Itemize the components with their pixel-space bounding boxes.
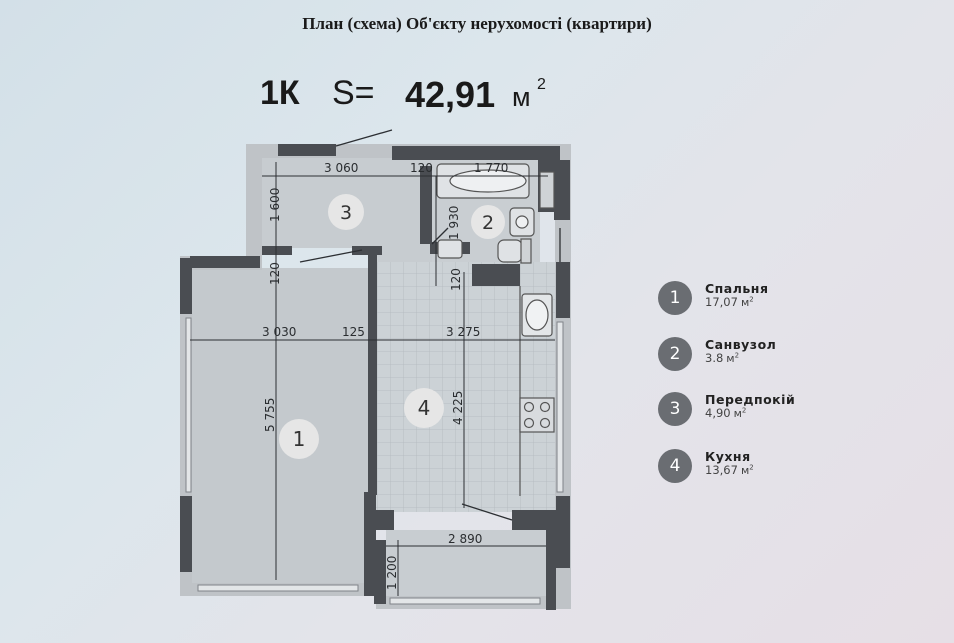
dim-1200: 1 200 <box>385 556 399 590</box>
dim-3275: 3 275 <box>446 325 480 339</box>
svg-text:4: 4 <box>418 396 431 420</box>
window-openings <box>185 317 564 605</box>
dim-120-right: 120 <box>449 268 463 291</box>
dimension-labels: 3 060 120 1 770 1 600 1 930 120 120 3 03… <box>262 161 508 590</box>
washing-unit <box>437 239 463 259</box>
room-fill-1 <box>190 268 368 583</box>
apartment-type: 1К <box>260 74 300 112</box>
dim-3060: 3 060 <box>324 161 358 175</box>
door-swings <box>299 129 561 521</box>
document-title: План (схема) Об'єкту нерухомості (кварти… <box>302 14 652 33</box>
area-unit: м <box>512 82 531 112</box>
legend-number-1: 1 <box>658 281 692 315</box>
dim-3030: 3 030 <box>262 325 296 339</box>
room-marker-4: 4 <box>404 388 444 428</box>
room-marker-2: 2 <box>471 205 505 239</box>
legend-number-2: 2 <box>658 337 692 371</box>
room-marker-1: 1 <box>279 419 319 459</box>
toilet <box>497 239 523 263</box>
dim-1770: 1 770 <box>474 161 508 175</box>
room-markers: 1 2 3 4 <box>279 194 505 459</box>
dim-120-left: 120 <box>268 262 282 285</box>
svg-text:1: 1 <box>293 427 306 451</box>
room-marker-3: 3 <box>328 194 364 230</box>
cooktop <box>519 397 555 433</box>
legend-number-4: 4 <box>658 449 692 483</box>
dim-125: 125 <box>342 325 365 339</box>
area-unit-power: 2 <box>537 76 546 93</box>
legend-name-hallway: Передпокій <box>705 392 796 407</box>
room-fill-balcony <box>386 530 546 596</box>
kitchen-fixtures <box>519 286 555 496</box>
svg-text:2: 2 <box>482 212 494 234</box>
legend-name-kitchen: Кухня <box>705 449 751 464</box>
legend-number-3: 3 <box>658 392 692 426</box>
legend-name-bedroom: Спальня <box>705 281 769 296</box>
dim-120-top: 120 <box>410 161 433 175</box>
dim-1600: 1 600 <box>268 188 282 222</box>
dim-5755: 5 755 <box>263 398 277 432</box>
svg-text:3: 3 <box>340 202 352 224</box>
area-label: S= <box>332 74 375 112</box>
bathroom-fixtures <box>436 163 555 264</box>
legend-name-bathroom: Санвузол <box>705 337 777 352</box>
dim-4225: 4 225 <box>451 391 465 425</box>
dim-1930: 1 930 <box>447 206 461 240</box>
total-area-value: 42,91 <box>405 74 496 115</box>
dim-2890: 2 890 <box>448 532 482 546</box>
dimension-lines <box>190 162 555 596</box>
